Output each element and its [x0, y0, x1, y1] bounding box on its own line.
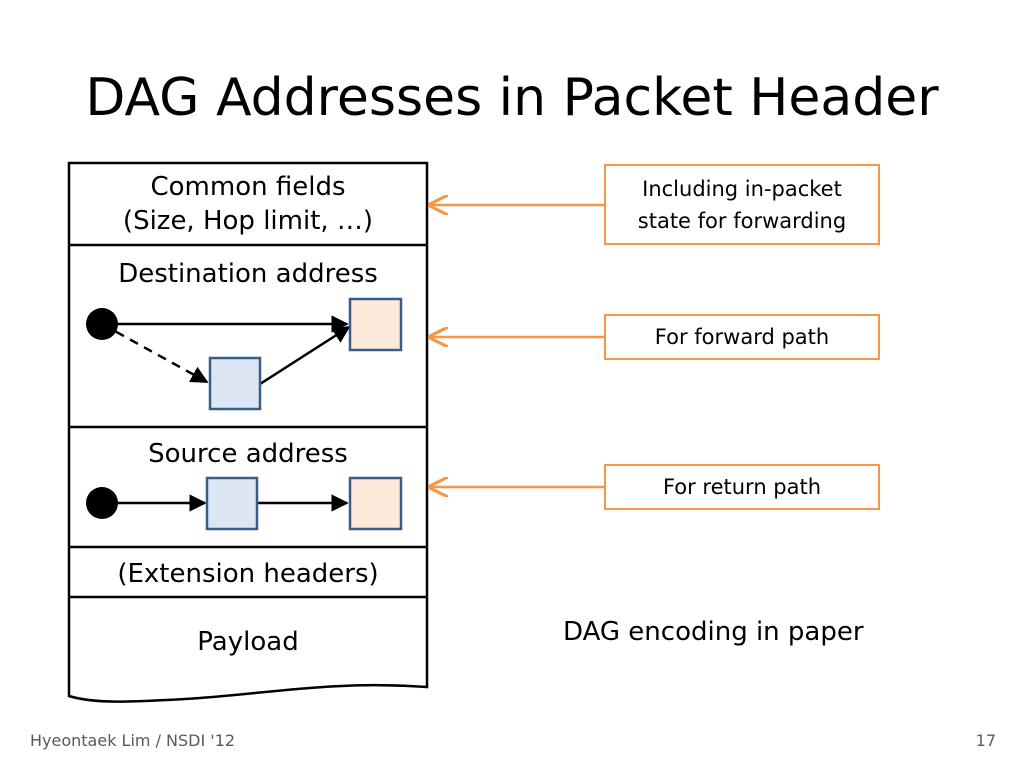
- src-source-node-icon: [86, 487, 118, 519]
- note-return-path: For return path: [604, 464, 880, 510]
- dest-source-node-icon: [86, 308, 118, 340]
- source-address-label: Source address: [148, 439, 348, 469]
- dest-edge-fallback: [101, 322, 209, 384]
- common-fields-line1: Common fields: [150, 172, 346, 202]
- src-target-node-icon: [348, 476, 403, 531]
- dag-encoding-caption: DAG encoding in paper: [563, 617, 864, 647]
- src-intermediate-node-icon: [205, 476, 259, 531]
- note-forward-path: For forward path: [604, 314, 880, 360]
- slide-title: DAG Addresses in Packet Header: [85, 68, 939, 128]
- common-fields-label: Common fields (Size, Hop limit, …): [68, 170, 428, 238]
- payload-label: Payload: [197, 627, 299, 657]
- note-in-packet-state-line1: Including in-packet: [642, 176, 842, 201]
- packet-header-outline: [67, 161, 429, 703]
- footer-author: Hyeontaek Lim / NSDI '12: [30, 731, 236, 750]
- slide-number: 17: [975, 731, 996, 750]
- common-fields-line2: (Size, Hop limit, …): [122, 206, 374, 236]
- dest-edge-intermediate: [259, 325, 351, 386]
- dest-intermediate-node-icon: [208, 356, 262, 411]
- note-in-packet-state: Including in-packet state for forwarding: [604, 164, 880, 245]
- destination-address-label: Destination address: [118, 259, 378, 289]
- extension-headers-label: (Extension headers): [117, 559, 379, 589]
- note-in-packet-state-line2: state for forwarding: [637, 208, 847, 233]
- dest-target-node-icon: [348, 297, 403, 352]
